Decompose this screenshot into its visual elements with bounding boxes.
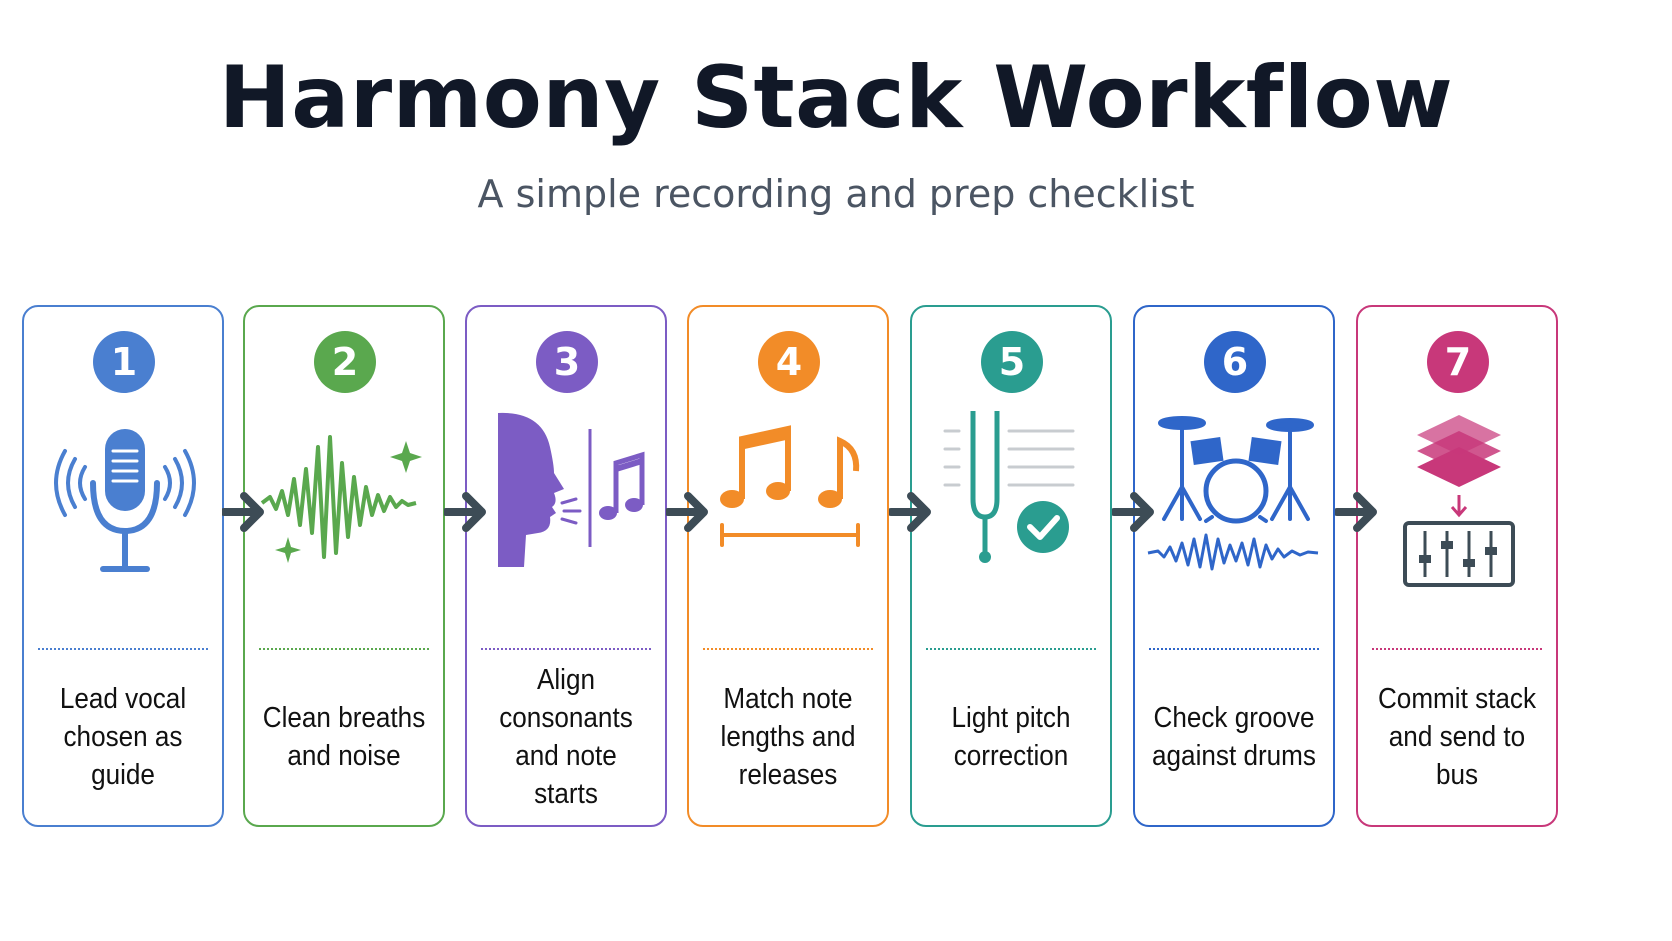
arrow-right-icon [666,492,708,532]
singer-profile-icon [498,412,645,567]
step-number-badge: 3 [536,331,598,393]
page-title: Harmony Stack Workflow [218,48,1454,148]
step-card-4: 4 Match note lengths and releases [687,305,889,827]
step-card-5: 5 Light pitch correction [910,305,1112,827]
dotted-divider [1149,648,1319,650]
music-notes-icon [720,425,860,547]
dotted-divider [38,648,208,650]
step-label: Check groove against drums [1152,702,1316,772]
layers-mixer-icon [1403,415,1515,587]
step-label: Match note lengths and releases [720,683,856,791]
dotted-divider [703,648,873,650]
tuning-fork-icon [943,411,1075,563]
step-label: Lead vocal chosen as guide [59,683,187,791]
step-label: Clean breaths and noise [262,702,426,772]
step-number-badge: 5 [981,331,1043,393]
step-label: Light pitch correction [951,702,1071,772]
step-card-7: 7 Commit stack and send to bus [1356,305,1558,827]
dotted-divider [259,648,429,650]
step-card-2: 2 Clean breaths and noise [243,305,445,827]
step-card-6: 6 Check groove against drums [1133,305,1335,827]
dotted-divider [1372,648,1542,650]
waveform-sparkle-icon [260,435,422,563]
step-number-badge: 1 [93,331,155,393]
microphone-icon [54,429,196,572]
step-number-badge: 7 [1427,331,1489,393]
step-number-badge: 4 [758,331,820,393]
step-card-3: 3 Align consonants and note starts [465,305,667,827]
step-number-badge: 6 [1204,331,1266,393]
arrow-right-icon [222,492,264,532]
arrow-right-icon [1335,492,1377,532]
arrow-right-icon [889,492,931,532]
dotted-divider [481,648,651,650]
step-number-badge: 2 [314,331,376,393]
step-card-1: 1 Lead vocal chosen as guide [22,305,224,827]
drum-kit-icon [1147,416,1319,571]
step-label: Align consonants and note starts [499,664,633,810]
page-subtitle: A simple recording and prep checklist [477,172,1195,216]
arrow-right-icon [444,492,486,532]
step-label: Commit stack and send to bus [1377,683,1537,791]
arrow-right-icon [1112,492,1154,532]
dotted-divider [926,648,1096,650]
